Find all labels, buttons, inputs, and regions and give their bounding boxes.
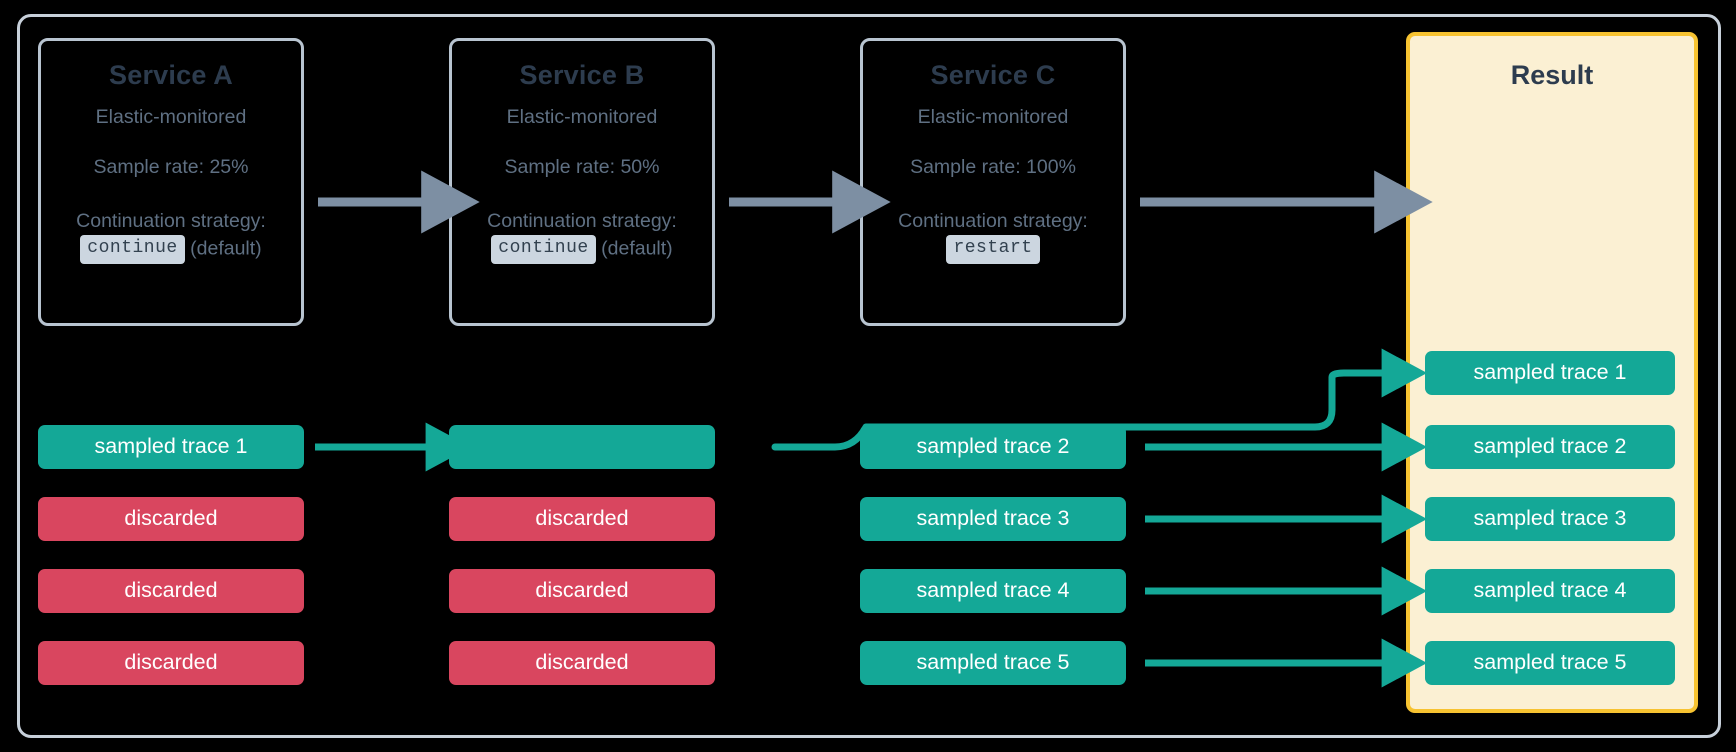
trace-pill-a-3: discarded (38, 569, 304, 613)
service-c-strategy-code: restart (946, 235, 1040, 264)
service-c-strategy-label: Continuation strategy: (898, 210, 1088, 233)
trace-pill-b-3: discarded (449, 569, 715, 613)
result-pill-4: sampled trace 4 (1425, 569, 1675, 613)
service-card-a: Service A Elastic-monitored Sample rate:… (38, 38, 304, 326)
trace-pill-a-4: discarded (38, 641, 304, 685)
service-a-strategy-code: continue (80, 235, 185, 264)
service-c-subtitle: Elastic-monitored (917, 105, 1069, 128)
trace-pill-c-2: sampled trace 3 (860, 497, 1126, 541)
trace-pill-a-2: discarded (38, 497, 304, 541)
service-b-strategy-label: Continuation strategy: (487, 210, 677, 233)
trace-pill-c-4: sampled trace 5 (860, 641, 1126, 685)
result-title: Result (1510, 60, 1594, 90)
result-pill-1: sampled trace 1 (1425, 351, 1675, 395)
service-a-sample-rate: Sample rate: 25% (93, 156, 249, 179)
service-a-strategy-label: Continuation strategy: (76, 210, 266, 233)
service-c-strategy: Continuation strategy: restart (873, 209, 1113, 264)
trace-pill-b-2: discarded (449, 497, 715, 541)
service-b-subtitle: Elastic-monitored (506, 105, 658, 128)
service-b-strategy-note: (default) (601, 237, 673, 260)
service-a-strategy: Continuation strategy: continue (default… (51, 209, 291, 264)
service-c-title: Service C (930, 60, 1056, 90)
trace-pill-b-4: discarded (449, 641, 715, 685)
outer-frame (17, 14, 1721, 738)
result-pill-5: sampled trace 5 (1425, 641, 1675, 685)
service-b-strategy: Continuation strategy: continue (default… (462, 209, 702, 264)
service-c-sample-rate: Sample rate: 100% (910, 156, 1076, 179)
service-b-sample-rate: Sample rate: 50% (504, 156, 660, 179)
trace-pill-a-1: sampled trace 1 (38, 425, 304, 469)
service-a-title: Service A (109, 60, 233, 90)
service-b-strategy-code: continue (491, 235, 596, 264)
service-b-title: Service B (519, 60, 645, 90)
result-pill-3: sampled trace 3 (1425, 497, 1675, 541)
service-a-strategy-note: (default) (190, 237, 262, 260)
service-card-b: Service B Elastic-monitored Sample rate:… (449, 38, 715, 326)
service-a-subtitle: Elastic-monitored (95, 105, 247, 128)
trace-pill-c-3: sampled trace 4 (860, 569, 1126, 613)
trace-pill-c-1: sampled trace 2 (860, 425, 1126, 469)
trace-pill-b-1 (449, 425, 715, 469)
result-pill-2: sampled trace 2 (1425, 425, 1675, 469)
service-card-c: Service C Elastic-monitored Sample rate:… (860, 38, 1126, 326)
